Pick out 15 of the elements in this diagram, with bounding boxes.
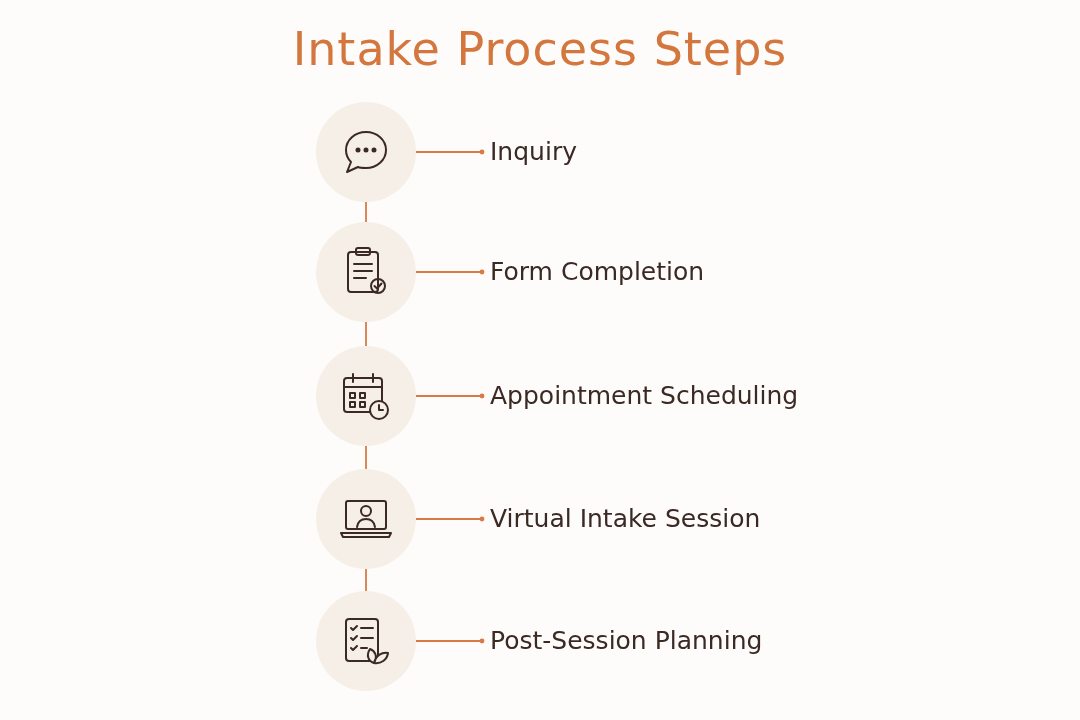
connector-line <box>365 201 367 223</box>
connector-line <box>365 445 367 470</box>
step-label: Post-Session Planning <box>490 623 763 659</box>
step-label: Appointment Scheduling <box>490 378 799 414</box>
step-label: Inquiry <box>490 134 577 170</box>
title: Intake Process Steps <box>292 22 788 76</box>
dot-connector <box>415 393 485 399</box>
dot-connector <box>415 149 485 155</box>
step-label: Virtual Intake Session <box>490 501 761 537</box>
connector-line <box>365 321 367 347</box>
dot-connector <box>415 638 485 644</box>
dot-connector <box>415 269 485 275</box>
step-label: Form Completion <box>490 254 705 290</box>
connector-line <box>365 568 367 592</box>
dot-connector <box>415 516 485 522</box>
